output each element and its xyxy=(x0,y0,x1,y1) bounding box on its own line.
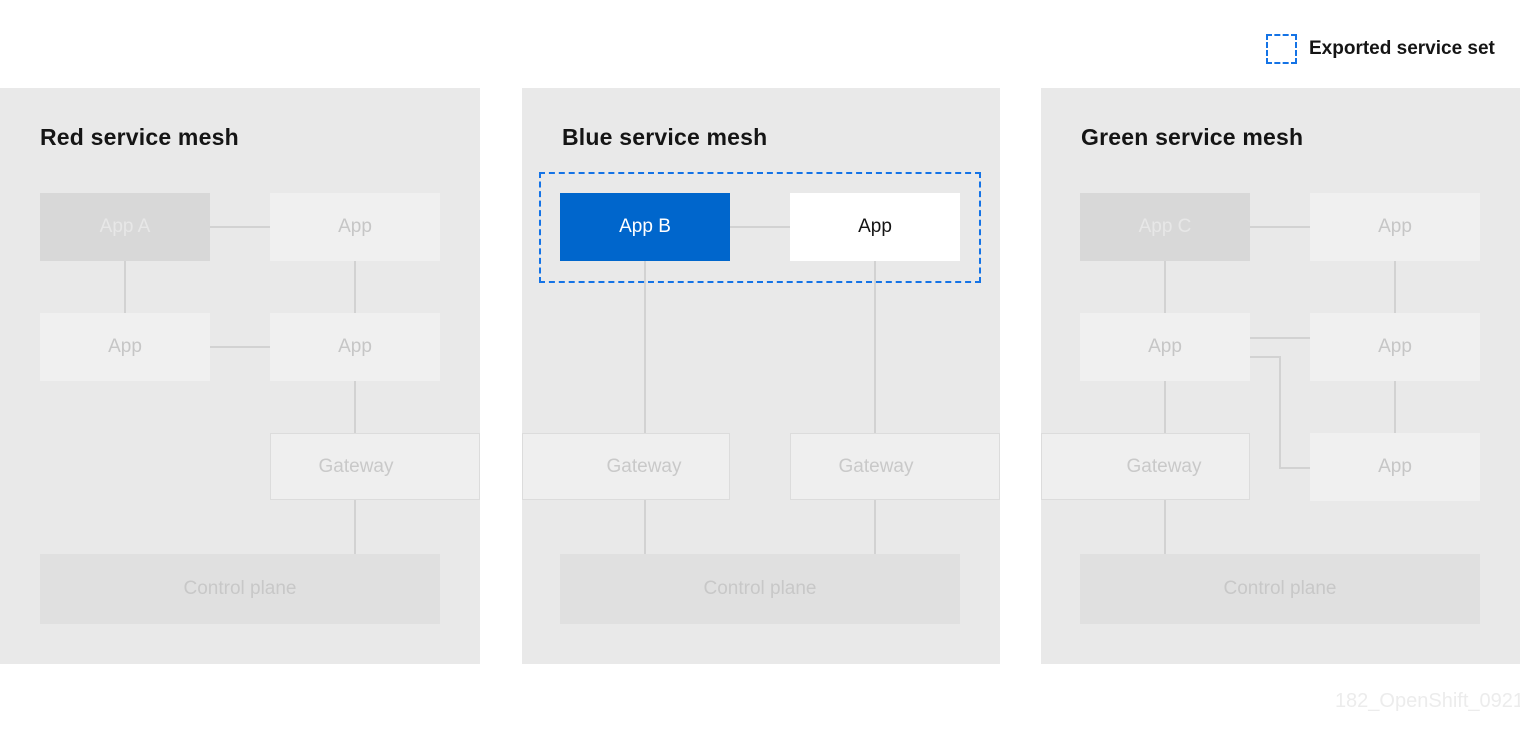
connector-line xyxy=(354,500,356,554)
exported-service-set-icon xyxy=(1266,34,1297,64)
legend: Exported service set xyxy=(1266,34,1495,64)
node-gateway-right: Gateway xyxy=(790,433,1000,500)
connector-line xyxy=(1279,356,1281,469)
mesh-title-green: Green service mesh xyxy=(1081,124,1304,150)
node-app: App xyxy=(1310,433,1480,501)
connector-line xyxy=(1164,381,1166,433)
gateway-label: Gateway xyxy=(838,455,914,477)
connector-line xyxy=(1164,261,1166,313)
node-app: App xyxy=(270,193,440,261)
node-app: App xyxy=(40,313,210,381)
connector-line xyxy=(1164,500,1166,554)
connector-line xyxy=(354,261,356,313)
node-app: App xyxy=(1310,313,1480,381)
node-app: App xyxy=(1080,313,1250,381)
connector-line xyxy=(644,261,646,433)
connector-line xyxy=(1250,337,1310,339)
connector-line xyxy=(1394,261,1396,313)
gateway-label: Gateway xyxy=(606,455,682,477)
watermark: 182_OpenShift_0921 xyxy=(1334,690,1520,712)
connector-line xyxy=(1250,226,1310,228)
connector-line xyxy=(210,346,270,348)
mesh-title-blue: Blue service mesh xyxy=(562,124,768,150)
legend-label: Exported service set xyxy=(1309,38,1495,59)
mesh-title-red: Red service mesh xyxy=(40,124,239,150)
connector-line xyxy=(874,500,876,554)
connector-line xyxy=(1279,467,1310,469)
connector-line xyxy=(644,500,646,554)
node-control-plane: Control plane xyxy=(40,554,440,624)
node-control-plane: Control plane xyxy=(560,554,960,624)
gateway-label: Gateway xyxy=(1126,455,1202,477)
node-app-c: App C xyxy=(1080,193,1250,261)
connector-line xyxy=(210,226,270,228)
connector-line xyxy=(1394,381,1396,433)
node-app-a: App A xyxy=(40,193,210,261)
node-gateway-left: Gateway xyxy=(522,433,730,500)
node-app-b: App B xyxy=(560,193,730,261)
mesh-panel-green: Green service mesh App C App App App App… xyxy=(1041,88,1520,664)
node-app: App xyxy=(270,313,440,381)
mesh-panel-red: Red service mesh App A App App App Gatew… xyxy=(0,88,480,664)
connector-line xyxy=(1250,356,1281,358)
connector-line xyxy=(124,261,126,313)
exported-service-set-outline xyxy=(539,172,981,283)
connector-line xyxy=(730,226,790,228)
node-control-plane: Control plane xyxy=(1080,554,1480,624)
mesh-panel-blue: Blue service mesh App B App Gateway Gate… xyxy=(522,88,1000,664)
node-gateway: Gateway xyxy=(1041,433,1250,500)
connector-line xyxy=(874,261,876,433)
connector-line xyxy=(354,381,356,433)
node-gateway: Gateway xyxy=(270,433,480,500)
node-app-exported: App xyxy=(790,193,960,261)
node-app: App xyxy=(1310,193,1480,261)
gateway-label: Gateway xyxy=(318,455,394,477)
